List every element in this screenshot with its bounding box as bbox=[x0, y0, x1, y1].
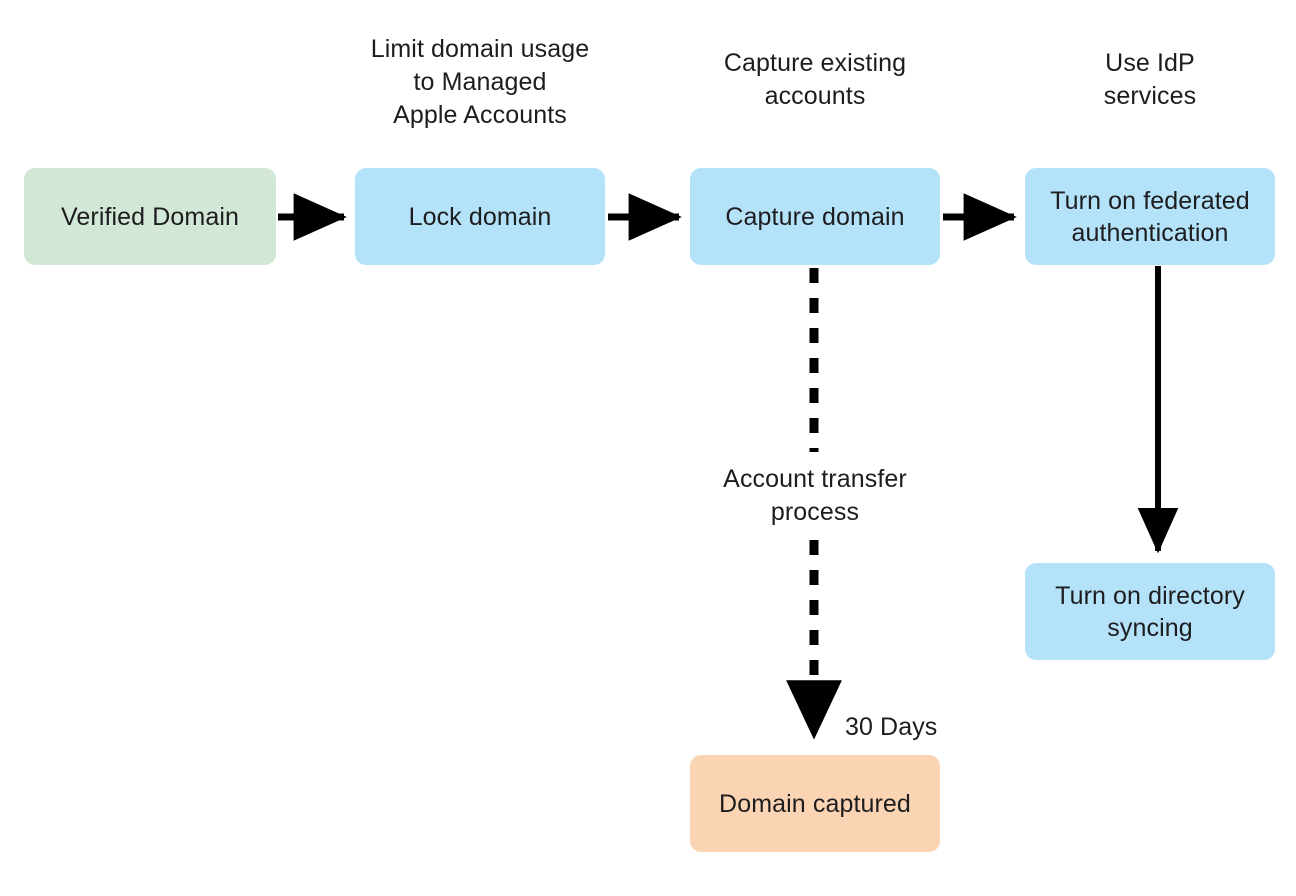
edge-label-account-transfer-process: Account transfer process bbox=[723, 465, 907, 526]
node-lock-domain[interactable]: Lock domain bbox=[355, 168, 605, 265]
node-domain-captured[interactable]: Domain captured bbox=[690, 755, 940, 852]
node-verified-domain[interactable]: Verified Domain bbox=[24, 168, 276, 265]
caption-capture-domain: Capture existing accounts bbox=[723, 49, 907, 110]
caption-federated-auth: Use IdP services bbox=[1103, 49, 1197, 110]
caption-lock-domain: Limit domain usage to Managed Apple Acco… bbox=[370, 35, 590, 129]
edge-label-30-days: 30 Days bbox=[845, 713, 938, 741]
node-turn-on-directory-syncing[interactable]: Turn on directory syncing bbox=[1025, 563, 1275, 660]
node-turn-on-federated-authentication[interactable]: Turn on federated authentication bbox=[1025, 168, 1275, 265]
node-capture-domain[interactable]: Capture domain bbox=[690, 168, 940, 265]
